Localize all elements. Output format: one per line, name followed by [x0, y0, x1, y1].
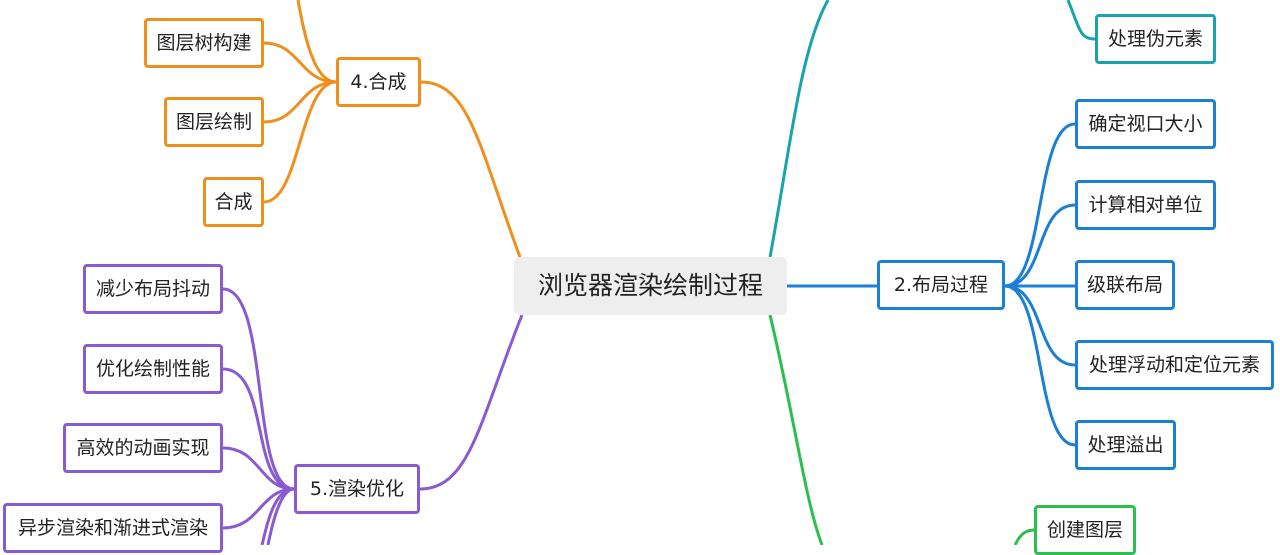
layer-paint-node[interactable]: 图层绘制: [164, 97, 264, 147]
connector-opt-anim: [222, 446, 295, 491]
reduce-layout-thrash-node[interactable]: 减少布局抖动: [83, 264, 223, 314]
connector-layout-float: [1004, 284, 1076, 367]
overflow-node[interactable]: 处理溢出: [1075, 420, 1176, 470]
connector-layout-units: [1004, 203, 1076, 288]
connector-opt-thrash: [222, 287, 295, 491]
layout-branch-node[interactable]: 2.布局过程: [877, 260, 1005, 310]
composite-branch-node[interactable]: 4.合成: [336, 57, 421, 107]
connector-opt-offscreen-b: [266, 487, 295, 545]
root-node[interactable]: 浏览器渲染绘制过程: [514, 257, 787, 315]
pseudo-element-node[interactable]: 处理伪元素: [1095, 14, 1216, 64]
connector-root-style: [768, 0, 830, 258]
connector-opt-offscreen-a: [260, 487, 295, 545]
connector-style-pseudo: [1066, 0, 1096, 41]
viewport-size-node[interactable]: 确定视口大小: [1075, 99, 1216, 149]
connector-layout-viewport: [1004, 122, 1076, 288]
create-layer-node[interactable]: 创建图层: [1034, 505, 1136, 555]
float-position-node[interactable]: 处理浮动和定位元素: [1075, 340, 1274, 390]
connector-layout-overflow: [1004, 284, 1076, 447]
optimization-branch-node[interactable]: 5.渲染优化: [294, 464, 420, 514]
composite-node[interactable]: 合成: [203, 177, 264, 227]
connector-composite-composite: [263, 80, 337, 204]
connector-layering-createlayer: [1013, 528, 1035, 545]
connector-root-layering: [768, 314, 824, 545]
connector-opt-paintperf: [222, 367, 295, 491]
connector-composite-layerpaint: [263, 80, 337, 124]
connector-composite-offscreen: [296, 0, 337, 84]
connector-composite-layertree: [263, 41, 337, 84]
efficient-animation-node[interactable]: 高效的动画实现: [63, 423, 223, 473]
connector-root-optimization: [419, 314, 524, 491]
connector-root-composite: [420, 80, 522, 258]
connector-opt-async: [222, 487, 295, 530]
layer-tree-node[interactable]: 图层树构建: [144, 18, 264, 68]
cascade-layout-node[interactable]: 级联布局: [1075, 260, 1175, 310]
async-progressive-render-node[interactable]: 异步渲染和渐进式渲染: [3, 503, 223, 553]
relative-units-node[interactable]: 计算相对单位: [1075, 180, 1216, 230]
paint-performance-node[interactable]: 优化绘制性能: [83, 344, 223, 394]
